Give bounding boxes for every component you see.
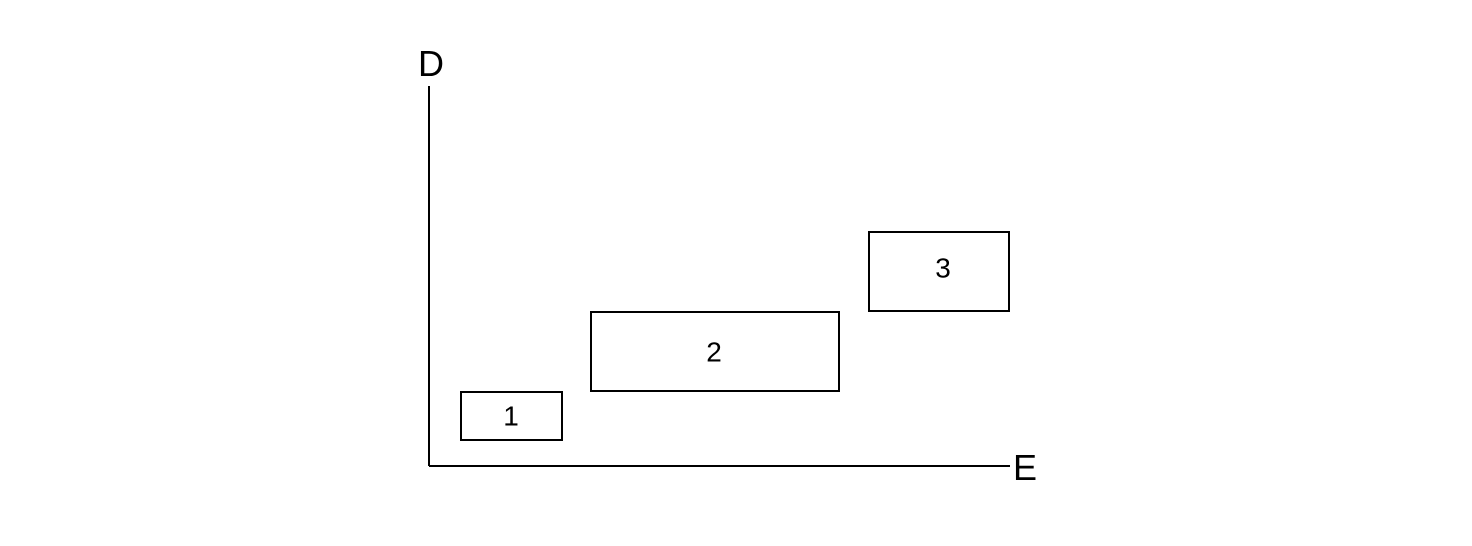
region-rect-2: [590, 311, 840, 392]
y-axis-label: D: [418, 43, 444, 84]
x-axis-label: E: [1013, 447, 1037, 488]
region-box-2: 2: [590, 311, 840, 392]
region-box-1: 1: [460, 391, 563, 441]
region-label-3: 3: [935, 253, 951, 284]
region-box-3: 3: [868, 231, 1010, 312]
region-label-1: 1: [503, 401, 519, 432]
region-rect-1: [460, 391, 563, 441]
region-label-2: 2: [706, 337, 722, 368]
region-rect-3: [868, 231, 1010, 312]
